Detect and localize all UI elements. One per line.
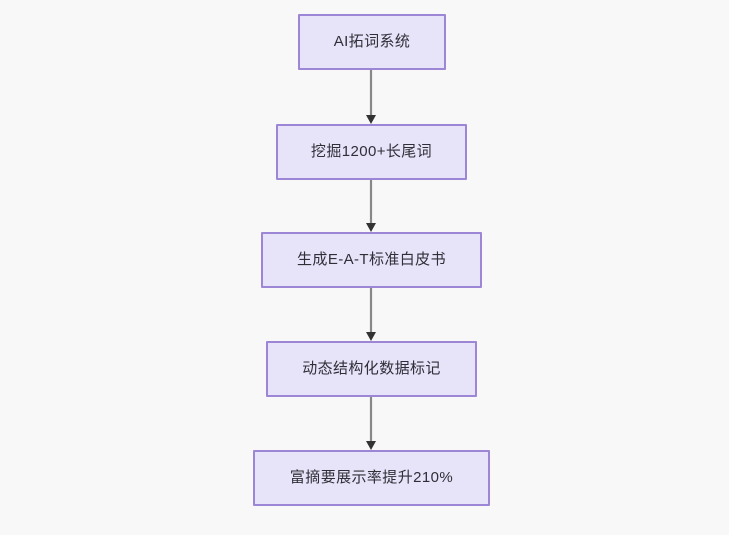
node-label: 动态结构化数据标记	[302, 360, 441, 377]
flowchart-node-ai-keyword-system[interactable]: AI拓词系统	[298, 14, 446, 70]
node-label: 挖掘1200+长尾词	[310, 143, 433, 160]
flowchart-node-generate-eat-whitepaper[interactable]: 生成E-A-T标准白皮书	[261, 232, 482, 288]
edge-n1-n2	[362, 70, 380, 124]
edge-n3-n4	[362, 288, 380, 341]
node-label: 富摘要展示率提升210%	[289, 469, 454, 486]
edge-n2-n3	[362, 180, 380, 232]
node-label: AI拓词系统	[333, 33, 411, 50]
edge-n4-n5	[362, 397, 380, 450]
flowchart-node-mine-longtail-keywords[interactable]: 挖掘1200+长尾词	[276, 124, 467, 180]
flowchart-node-rich-snippet-rate-increase[interactable]: 富摘要展示率提升210%	[253, 450, 490, 506]
node-label: 生成E-A-T标准白皮书	[297, 251, 446, 268]
flowchart-node-dynamic-structured-data-markup[interactable]: 动态结构化数据标记	[266, 341, 477, 397]
